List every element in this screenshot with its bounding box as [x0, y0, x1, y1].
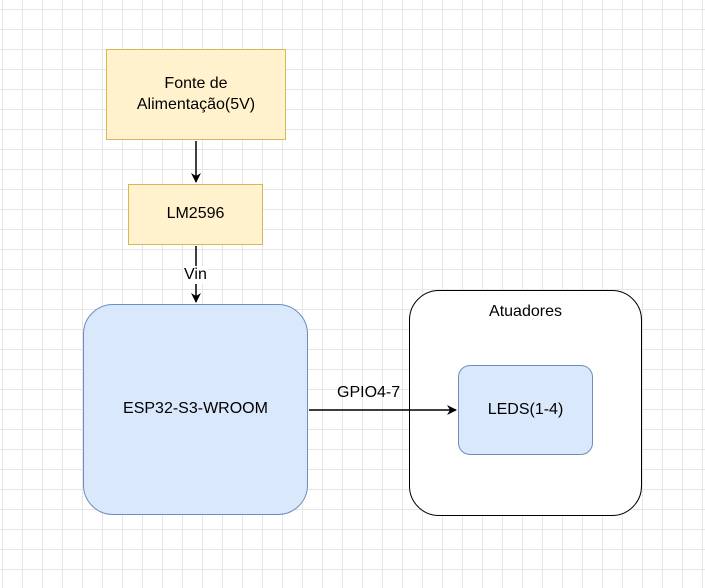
edge-label-vin: Vin: [183, 266, 208, 284]
leds-node[interactable]: LEDS(1-4): [458, 365, 593, 455]
regulator-label: LM2596: [166, 205, 225, 223]
power-supply-node[interactable]: Fonte de Alimentação(5V): [106, 49, 286, 140]
actuators-group-title: Atuadores: [489, 303, 562, 320]
leds-label: LEDS(1-4): [487, 400, 564, 418]
mcu-label: ESP32-S3-WROOM: [123, 400, 268, 418]
mcu-node[interactable]: ESP32-S3-WROOM: [83, 304, 308, 515]
regulator-node[interactable]: LM2596: [128, 184, 263, 245]
power-supply-label: Fonte de Alimentação(5V): [136, 74, 256, 113]
edge-label-gpio: GPIO4-7: [337, 384, 401, 401]
